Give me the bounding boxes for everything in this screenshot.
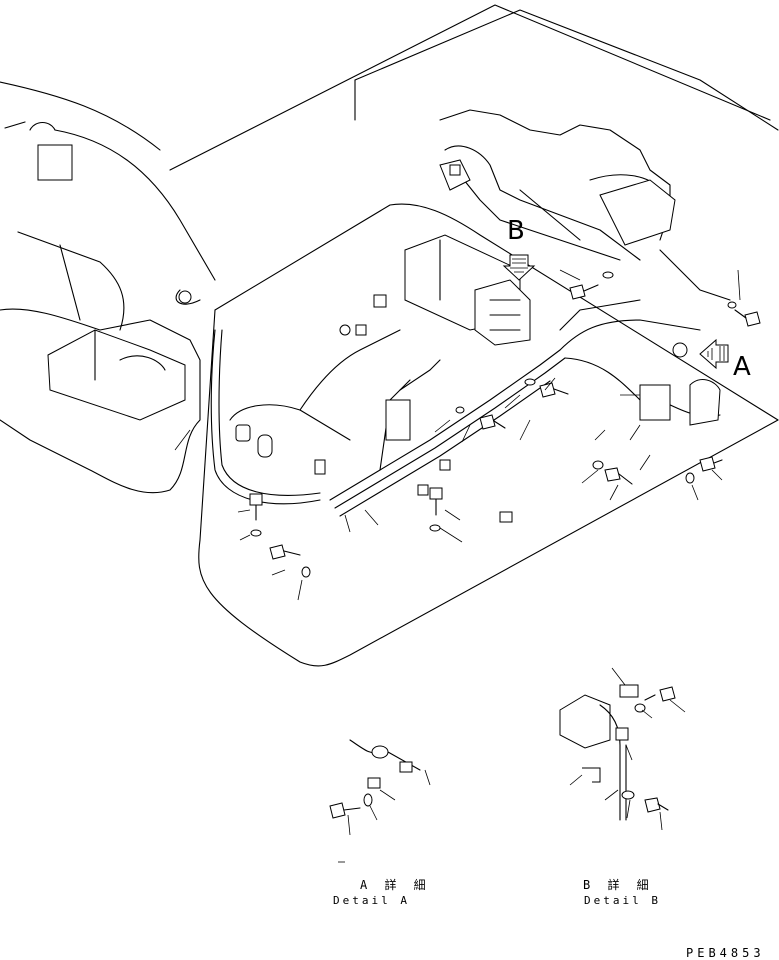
detail-b-title-en: Detail B xyxy=(584,894,661,907)
bolts xyxy=(249,271,761,578)
engine-assembly xyxy=(439,109,731,301)
arrow-a xyxy=(699,338,729,370)
callout-a-label: A xyxy=(733,352,751,382)
callout-b-label: B xyxy=(507,216,525,246)
leader-lines xyxy=(174,269,741,601)
detail-a-title-jp: A 詳 細 xyxy=(360,878,431,892)
control-box xyxy=(404,234,531,346)
detail-b-title-jp: B 詳 細 xyxy=(583,878,654,892)
detail-b xyxy=(559,667,686,831)
arrow-b xyxy=(502,254,536,281)
detail-a xyxy=(329,739,431,863)
connectors xyxy=(235,164,721,523)
machine-body-outline xyxy=(0,4,779,667)
detail-a-title-en: Detail A xyxy=(333,894,410,907)
left-machinery xyxy=(0,121,216,494)
drawing-code: PEB4853 xyxy=(686,946,765,960)
